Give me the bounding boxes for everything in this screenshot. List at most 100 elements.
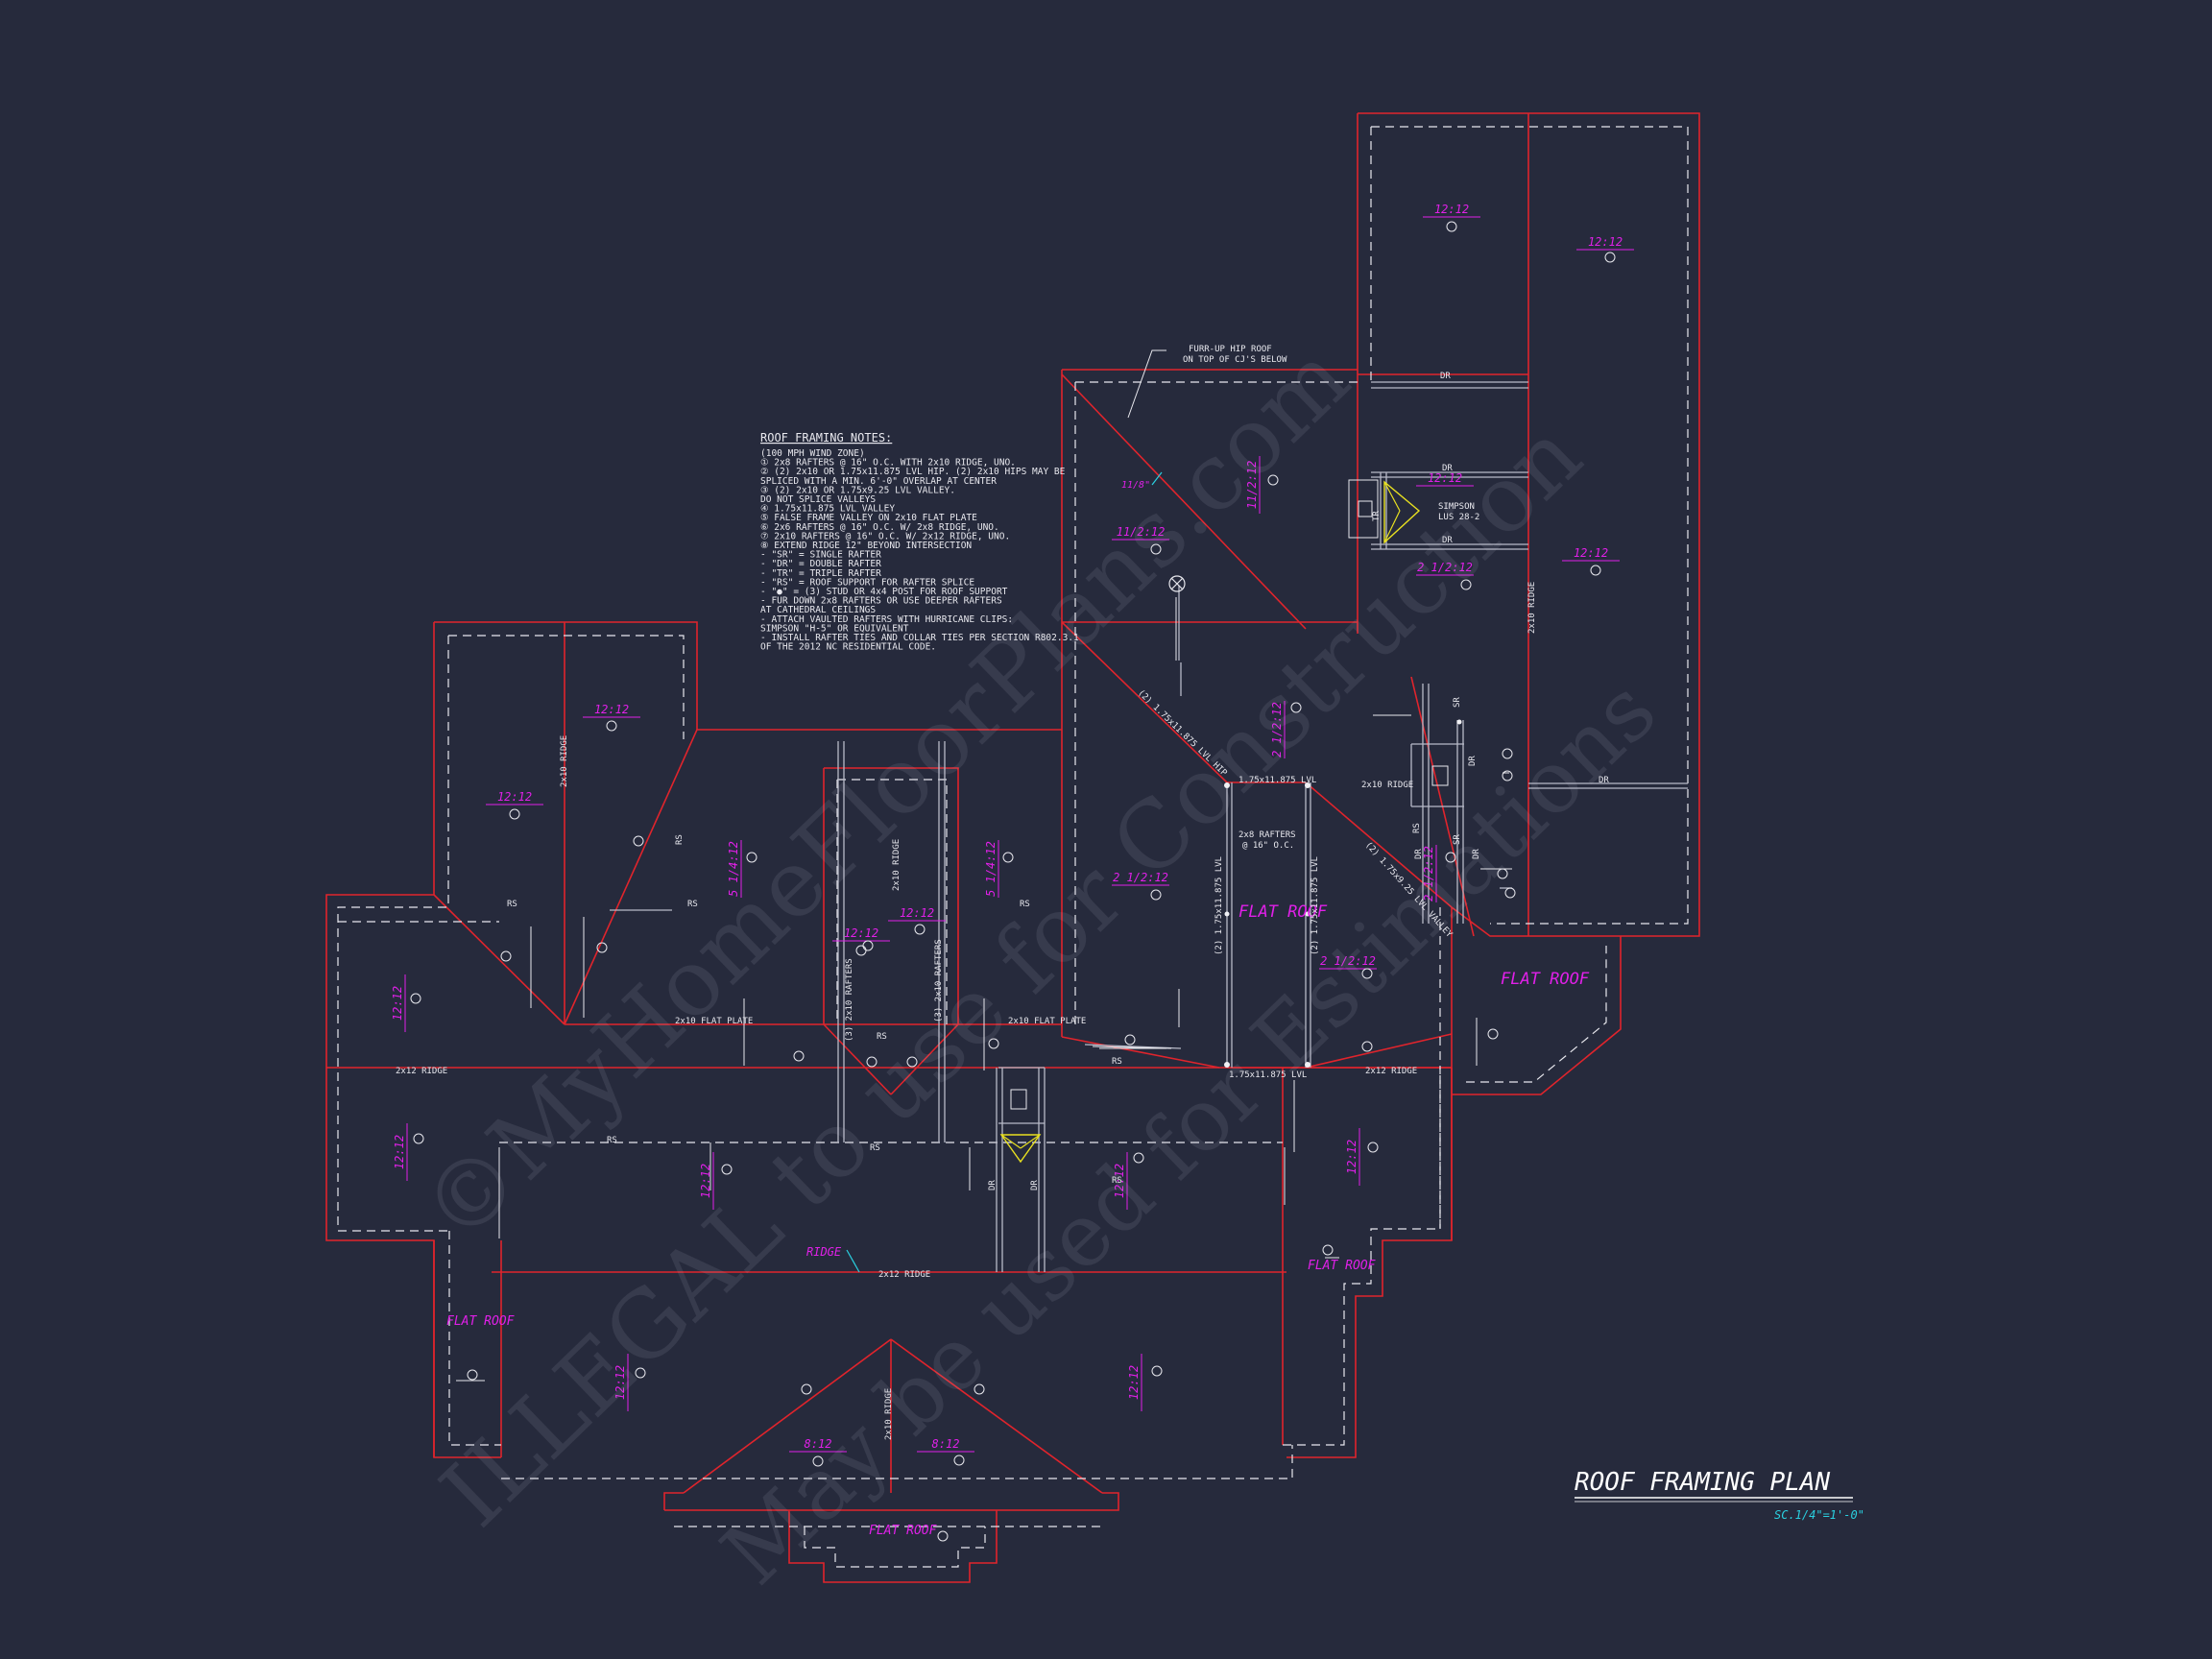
flat-roof-east-label: FLAT ROOF <box>1501 970 1590 989</box>
note-ref-circle <box>974 1383 985 1395</box>
lvl-bottom-label: 1.75x11.875 LVL <box>1229 1070 1307 1080</box>
roof-outline <box>325 112 1700 1583</box>
pitch-label-p13: 12:12 <box>613 1365 627 1400</box>
flat-roof-labels: FLAT ROOF FLAT ROOF FLAT ROOF FLAT ROOF … <box>446 902 1590 1538</box>
rs-label-1: RS <box>507 900 517 909</box>
note-ref-circle-p23 <box>1150 889 1162 901</box>
flat-roof-center-label: FLAT ROOF <box>1238 902 1328 922</box>
note-ref-circle-p20 <box>1267 474 1279 486</box>
pitch-label-p14: 12:12 <box>1127 1365 1141 1400</box>
rs-label-4: RS <box>877 1032 887 1042</box>
note-ref-circle-p2 <box>1604 252 1616 263</box>
leader-lines <box>1127 349 1177 661</box>
note-ref-circle-p9 <box>914 924 926 935</box>
notes-line: - "SR" = SINGLE RAFTER <box>760 550 881 561</box>
note-ref-circle-p26 <box>812 1455 824 1467</box>
notes-line: ⑦ 2x10 RAFTERS @ 16" O.C. W/ 2x12 RIDGE,… <box>760 531 1010 541</box>
pitch-label-p23: 2 1/2:12 <box>1113 871 1168 884</box>
notes-line: ④ 1.75x11.875 LVL VALLEY <box>760 504 895 515</box>
rafters-3x10-label-a: (3) 2x10 RAFTERS <box>845 958 854 1042</box>
lvl-top-label: 1.75x11.875 LVL <box>1238 776 1316 785</box>
pitch-label-p24: 2 1/2:12 <box>1320 954 1376 968</box>
rs-label-5: RS <box>1112 1057 1122 1067</box>
note-ref-circle-p21 <box>1460 579 1472 590</box>
notes-line: - "DR" = DOUBLE RAFTER <box>760 559 881 569</box>
ridge-2x10-label-a: 2x10 RIDGE <box>560 735 569 787</box>
dr-label-6: DR <box>1472 849 1481 859</box>
rafters-label-2: @ 16" O.C. <box>1242 841 1294 851</box>
note-ref-circle <box>866 1056 878 1068</box>
dr-label-2: DR <box>1442 464 1453 473</box>
note-ref-circle-p8 <box>855 945 867 956</box>
note-ref-circle <box>862 940 874 951</box>
flat-plate-east-label: 2x10 FLAT PLATE <box>1008 1017 1086 1026</box>
pitch-label-p4: 12:12 <box>594 703 629 716</box>
pitch-label-p21: 2 1/2:12 <box>1417 561 1473 574</box>
note-ref-circle-p14 <box>1151 1365 1163 1377</box>
dr-label-5: DR <box>1414 849 1424 859</box>
simpson-label-2: LUS 28-2 <box>1438 513 1479 522</box>
flat-plate-west-label: 2x10 FLAT PLATE <box>675 1017 753 1026</box>
plan-title: ROOF FRAMING PLAN <box>1575 1468 1830 1497</box>
rs-label-6: RS <box>607 1136 617 1145</box>
note-ref-circle <box>1361 1041 1373 1052</box>
ridge-2x12-south-label: 2x12 RIDGE <box>878 1270 930 1280</box>
notes-title: ROOF FRAMING NOTES: <box>760 431 892 445</box>
rafter-members <box>610 381 1688 1272</box>
notes-line: DO NOT SPLICE VALLEYS <box>760 494 876 505</box>
notes-line: - INSTALL RAFTER TIES AND COLLAR TIES PE… <box>760 633 1079 643</box>
rafter-ticks <box>456 714 1512 1382</box>
dr-label-9: DR <box>1030 1180 1040 1190</box>
notes-lines: (100 MPH WIND ZONE)① 2x8 RAFTERS @ 16" O… <box>760 448 1079 653</box>
flat-roof-right-small-label: FLAT ROOF <box>1308 1259 1377 1273</box>
note-ref-circle <box>793 1050 805 1062</box>
ridge-2x10-label-b: 2x10 RIDGE <box>892 839 902 891</box>
note-ref-circle-p18 <box>1002 852 1014 863</box>
notes-line: - "RS" = ROOF SUPPORT FOR RAFTER SPLICE <box>760 577 974 588</box>
dr-label-8: DR <box>988 1180 998 1190</box>
pitch-label-p19: 11/2:12 <box>1117 525 1166 539</box>
note-ref-circle-p25 <box>1445 852 1456 863</box>
pitch-label-p26: 8:12 <box>805 1437 832 1451</box>
flat-roof-west-label: FLAT ROOF <box>446 1314 516 1329</box>
rs-label-2: RS <box>687 900 698 909</box>
pitch-label-p20: 11/2:12 <box>1245 461 1259 510</box>
ridge-2x10-label-c: 2x10 RIDGE <box>1361 781 1413 790</box>
pitch-label-p18: 5 1/4:12 <box>984 841 998 897</box>
pitch-label-p27: 8:12 <box>932 1437 960 1451</box>
note-ref-circle <box>937 1530 949 1542</box>
rs-label-8: RS <box>1112 1176 1122 1186</box>
eleven-eight-label: 11/8" <box>1121 480 1150 491</box>
note-ref-circle <box>1497 868 1508 879</box>
note-ref-circle-p3 <box>1590 565 1601 576</box>
notes-line: ⑤ FALSE FRAME VALLEY ON 2x10 FLAT PLATE <box>760 513 977 523</box>
rs-label-10: RS <box>1412 823 1422 833</box>
rs-label-7: RS <box>870 1143 880 1153</box>
note-ref-circle <box>1124 1034 1136 1046</box>
note-ref-circle <box>633 835 644 847</box>
note-ref-circle <box>596 942 608 953</box>
pitch-label-p5: 12:12 <box>497 790 532 804</box>
notes-line: ③ (2) 2x10 OR 1.75x9.25 LVL VALLEY. <box>760 485 955 495</box>
dr-label-4: DR <box>1599 776 1609 785</box>
ridge-2x12-east-label: 2x12 RIDGE <box>1365 1067 1417 1076</box>
pitch-label-p6: 12:12 <box>391 986 404 1021</box>
notes-line: ① 2x8 RAFTERS @ 16" O.C. WITH 2x10 RIDGE… <box>760 458 1016 469</box>
note-ref-circle-p7 <box>413 1133 424 1144</box>
notes-line: - "TR" = TRIPLE RAFTER <box>760 568 881 579</box>
sr-label-2: SR <box>1453 834 1462 845</box>
pitch-label-p17: 5 1/4:12 <box>727 841 740 897</box>
pitch-label-p8: 12:12 <box>844 926 878 940</box>
wall-lines-dashed <box>337 126 1689 1568</box>
note-ref-circle <box>906 1056 918 1068</box>
note-ref-circle-p4 <box>606 720 617 732</box>
simpson-label-1: SIMPSON <box>1438 502 1475 512</box>
notes-line: - ATTACH VAULTED RAFTERS WITH HURRICANE … <box>760 614 1013 625</box>
notes-line: OF THE 2012 NC RESIDENTIAL CODE. <box>760 642 936 653</box>
note-ref-circle-p11 <box>1133 1152 1144 1164</box>
watermark: ©MyHomeFloorPlans.com ILLEGAL to use for… <box>401 324 1675 1603</box>
dr-label-3: DR <box>1442 536 1453 545</box>
notes-line: SIMPSON "H-5" OR EQUIVALENT <box>760 623 909 634</box>
